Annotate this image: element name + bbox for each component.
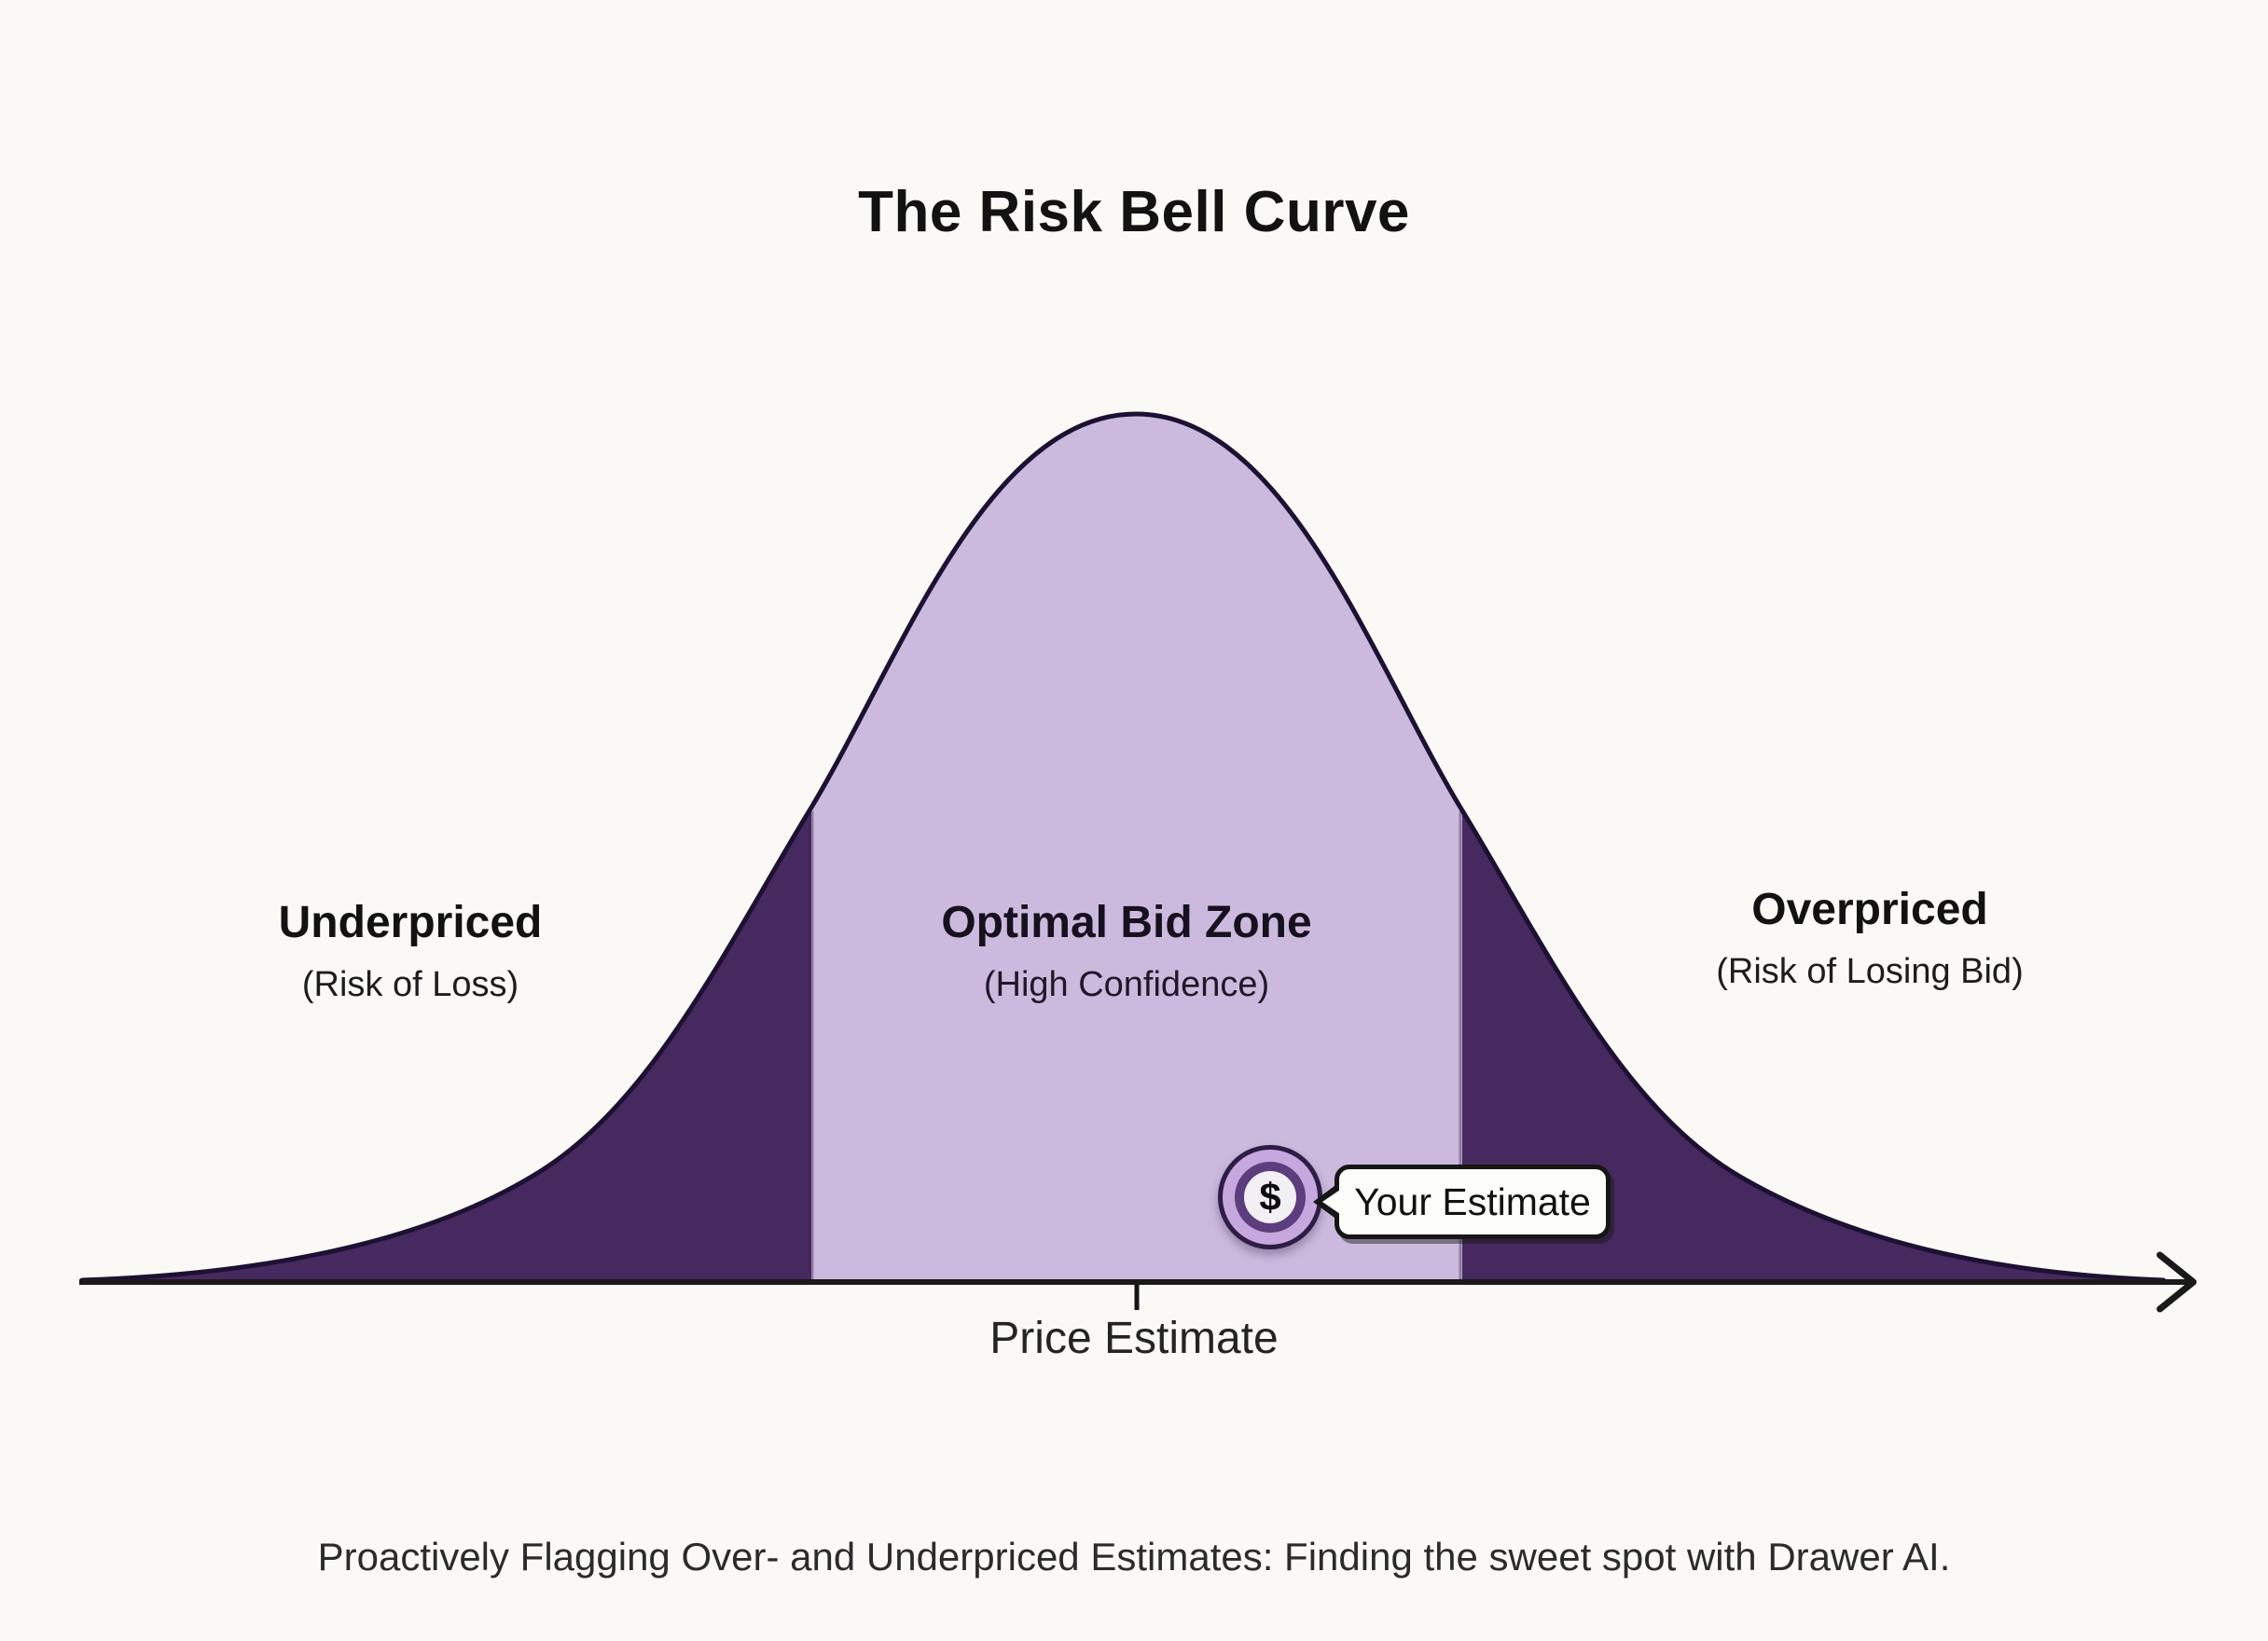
underpriced-note: (Risk of Loss): [301, 965, 519, 1004]
your-estimate-callout: Your Estimate: [1335, 1165, 1611, 1239]
optimal-note: (High Confidence): [983, 965, 1270, 1004]
optimal-zone-fill: [811, 414, 1462, 1280]
overpriced-note: (Risk of Losing Bid): [1716, 952, 2024, 991]
estimate-marker-ring: $: [1235, 1162, 1306, 1233]
zone-label-optimal: Optimal Bid Zone (High Confidence): [941, 897, 1311, 1005]
dollar-icon: $: [1244, 1171, 1296, 1223]
page-title: The Risk Bell Curve: [858, 180, 1410, 244]
x-axis-arrow-icon: [2156, 1251, 2197, 1313]
x-axis-label: Price Estimate: [989, 1314, 1279, 1363]
bell-outline: [79, 411, 2166, 1283]
optimal-label: Optimal Bid Zone: [941, 898, 1312, 947]
bottom-caption: Proactively Flagging Over- and Underpric…: [317, 1535, 1951, 1579]
underpriced-label: Underpriced: [278, 898, 543, 947]
zone-label-underpriced: Underpriced (Risk of Loss): [279, 897, 543, 1005]
zone-label-overpriced: Overpriced (Risk of Losing Bid): [1716, 884, 2023, 992]
overpriced-label: Overpriced: [1751, 885, 1988, 934]
your-estimate-label: Your Estimate: [1354, 1179, 1591, 1223]
estimate-marker-badge: $: [1218, 1145, 1322, 1249]
